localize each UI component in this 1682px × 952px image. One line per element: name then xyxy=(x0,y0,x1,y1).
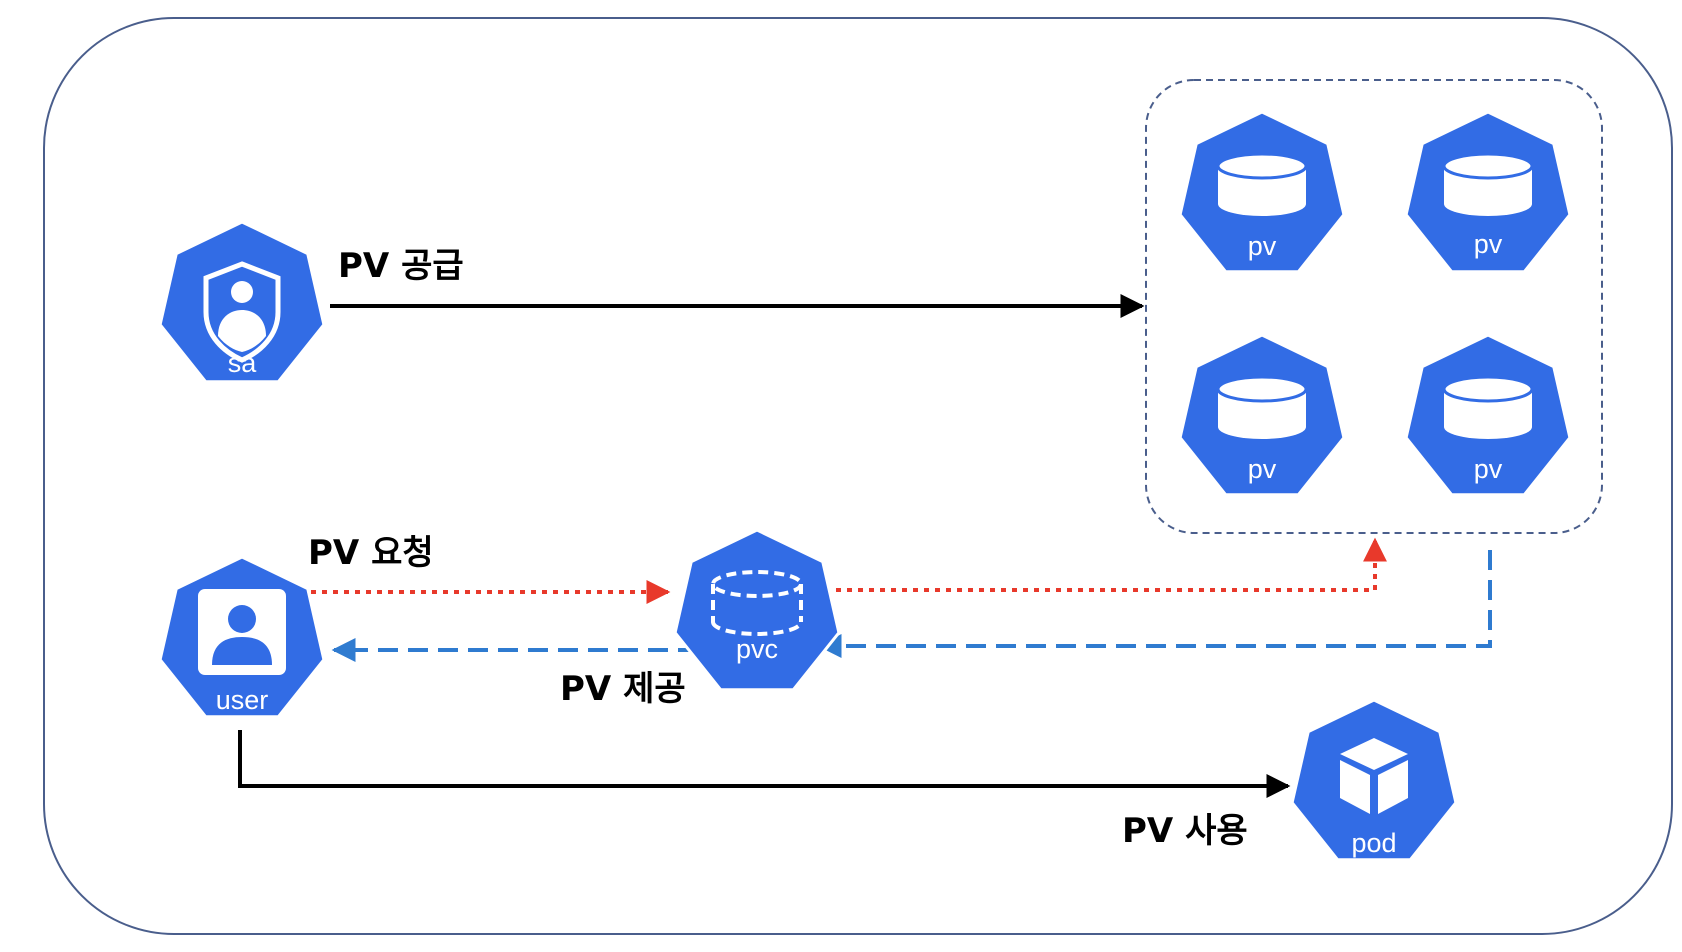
pv-node-top-right: pv xyxy=(1404,110,1572,274)
pv-node-bottom-left: pv xyxy=(1178,333,1346,497)
pod-node: pod xyxy=(1290,698,1458,862)
service-account-shield-icon xyxy=(203,261,281,363)
user-label: user xyxy=(216,685,269,715)
pvc-label: pvc xyxy=(736,634,778,664)
pod-label: pod xyxy=(1351,828,1396,858)
provide-arrow-pv-to-pvc xyxy=(817,550,1492,658)
use-label: PV 사용 xyxy=(1122,811,1248,851)
dashed-disk-icon xyxy=(711,570,803,636)
pv-label: pv xyxy=(1248,454,1277,484)
request-arrow-pvc-to-pv xyxy=(836,537,1387,592)
user-icon xyxy=(198,589,286,675)
supply-label: PV 공급 xyxy=(338,246,464,286)
node-heptagon xyxy=(1290,698,1458,862)
request-label: PV 요청 xyxy=(308,533,434,573)
disk-icon xyxy=(1216,152,1308,216)
disk-icon xyxy=(1442,152,1534,216)
provide-label: PV 제공 xyxy=(560,669,686,709)
outer-frame xyxy=(43,17,1673,935)
sa-label: sa xyxy=(228,348,258,378)
disk-icon xyxy=(1442,375,1534,439)
pv-label: pv xyxy=(1474,229,1503,259)
pv-group-box xyxy=(1145,79,1603,534)
sa-node: sa xyxy=(158,220,326,384)
pv-node-bottom-right: pv xyxy=(1404,333,1572,497)
cube-icon xyxy=(1340,738,1408,814)
pv-label: pv xyxy=(1474,454,1503,484)
pv-label: pv xyxy=(1248,231,1277,261)
node-heptagon xyxy=(673,528,841,692)
pvc-node: pvc xyxy=(673,528,841,692)
disk-icon xyxy=(1216,375,1308,439)
use-arrow xyxy=(238,730,1291,798)
pv-node-top-left: pv xyxy=(1178,110,1346,274)
user-node: user xyxy=(158,555,326,719)
